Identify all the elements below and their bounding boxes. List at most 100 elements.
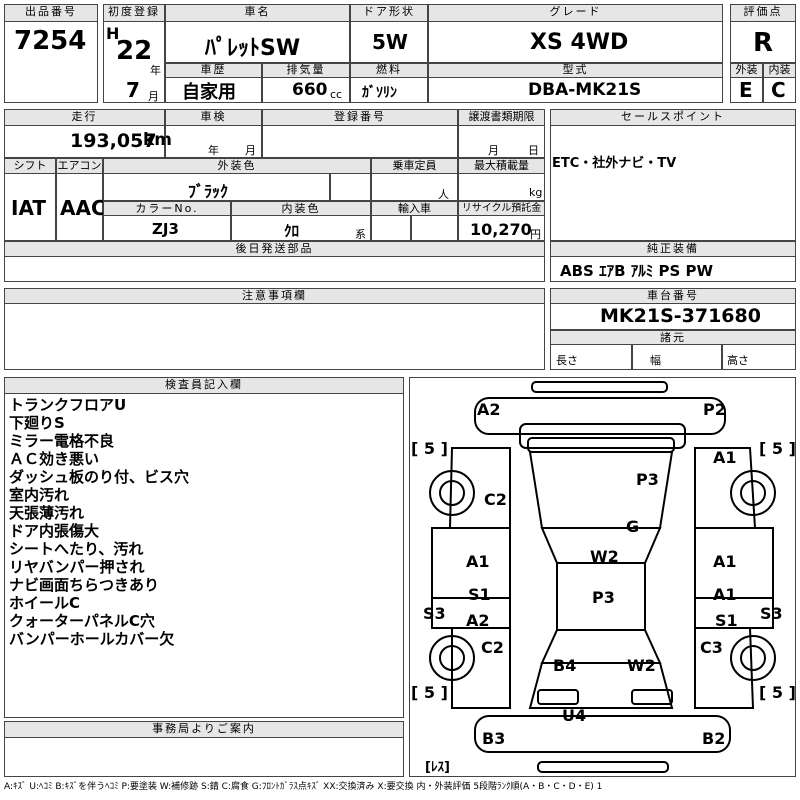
shift-label: シフト <box>4 158 56 174</box>
year-unit: 年 <box>150 64 161 77</box>
ext-label: 外装 <box>730 63 763 78</box>
displacement-box <box>262 77 350 103</box>
history-box <box>165 77 262 103</box>
width-label: 幅 <box>650 354 661 367</box>
recycle-box <box>458 215 545 241</box>
inspector-note: 天張薄汚れ <box>9 504 85 522</box>
inspector-note: ドア内張傷大 <box>9 522 100 540</box>
door-type: 5W <box>372 30 408 54</box>
reg-no-box <box>262 125 458 158</box>
office-label: 事務局よりご案内 <box>4 721 404 738</box>
fuel: ｶﾞｿﾘﾝ <box>362 85 397 101</box>
damage-mark: B3 <box>482 729 506 748</box>
fuel-box <box>350 77 428 103</box>
later-parts-box <box>4 256 545 282</box>
capacity-unit: 人 <box>438 188 449 201</box>
tire-tread-depth: [ 5 ] <box>759 683 796 702</box>
score-box <box>730 21 796 63</box>
inspector-note: 下廻りS <box>9 414 65 432</box>
office-box <box>4 737 404 777</box>
damage-mark: B2 <box>702 729 726 748</box>
tire-tread-depth: [ 5 ] <box>759 439 796 458</box>
color: ﾌﾞﾗｯｸ <box>188 182 229 201</box>
import-box-b <box>411 215 458 241</box>
damage-mark: W2 <box>627 656 656 675</box>
chassis-box <box>550 303 796 330</box>
equip-box <box>550 256 796 282</box>
interior-color-label: 内装色 <box>231 201 371 216</box>
damage-mark: G <box>626 517 640 536</box>
car-name-label: 車名 <box>165 4 350 22</box>
inspection-label: 車検 <box>165 109 262 126</box>
equipment: ABS ｴｱB ｱﾙﾐ PS PW <box>560 262 714 280</box>
load-box <box>458 173 545 201</box>
ac-label: エアコン <box>56 158 103 174</box>
later-parts-label: 後日発送部品 <box>4 241 545 257</box>
inspector-note: トランクフロアU <box>9 396 127 414</box>
damage-mark: A2 <box>466 611 490 630</box>
damage-mark: A1 <box>713 585 737 604</box>
notes-box <box>4 303 545 370</box>
sales-text: ETC・社外ナビ・TV <box>552 156 677 171</box>
damage-mark: A1 <box>713 552 737 571</box>
color-no: ZJ3 <box>152 220 179 238</box>
insp-month: 月 <box>245 144 256 157</box>
transfer-box <box>458 125 545 158</box>
capacity-label: 乗車定員 <box>371 158 458 174</box>
height-label: 高さ <box>727 354 749 367</box>
length-label: 長さ <box>556 354 578 367</box>
grade: XS 4WD <box>530 30 629 55</box>
sales-label: セールスポイント <box>550 109 796 126</box>
damage-mark: C2 <box>481 638 504 657</box>
model-label: 型式 <box>428 63 723 78</box>
inspector-note: ＡＣ効き悪い <box>9 450 100 468</box>
width-box <box>632 344 722 370</box>
damage-mark: C2 <box>484 490 507 509</box>
damage-mark: S3 <box>423 604 446 623</box>
tire-tread-depth: [ 5 ] <box>411 683 448 702</box>
inspector-box <box>4 393 404 718</box>
reg-no-label: 登録番号 <box>262 109 458 126</box>
chassis-label: 車台番号 <box>550 288 796 304</box>
int-label: 内装 <box>763 63 796 78</box>
history: 自家用 <box>182 82 236 103</box>
import-label: 輸入車 <box>371 201 458 216</box>
damage-mark: C3 <box>700 638 723 657</box>
notes-label: 注意事項欄 <box>4 288 545 304</box>
sales-box <box>550 125 796 241</box>
damage-mark: S1 <box>468 585 491 604</box>
mileage-label: 走行 <box>4 109 165 126</box>
door-label: ドア形状 <box>350 4 428 22</box>
inspector-note: バンパーホールカバー欠 <box>9 630 175 648</box>
first-reg-box <box>103 21 165 103</box>
insp-year: 年 <box>208 144 219 157</box>
displacement: 660 <box>292 80 328 100</box>
month-unit: 月 <box>148 90 159 103</box>
inspection-box <box>165 125 262 158</box>
damage-mark: P3 <box>592 588 615 607</box>
transfer-label: 譲渡書類期限 <box>458 109 545 126</box>
inspector-note: ホイールC <box>9 594 81 612</box>
transfer-day: 日 <box>528 144 539 157</box>
era: H <box>106 24 120 43</box>
inspector-label: 検査員記入欄 <box>4 377 404 394</box>
reg-month: 7 <box>126 78 140 102</box>
fuel-label: 燃料 <box>350 63 428 78</box>
reg-year: 22 <box>116 36 153 66</box>
damage-mark: S1 <box>715 611 738 630</box>
equip-label: 純正装備 <box>550 241 796 257</box>
ext-box <box>730 77 763 103</box>
mileage-unit: km <box>143 130 173 150</box>
displacement-label: 排気量 <box>262 63 350 78</box>
damage-mark: U4 <box>562 706 587 725</box>
interior-color-box <box>231 215 371 241</box>
ac-box <box>56 173 103 241</box>
mileage: 193,057 <box>70 130 157 152</box>
interior-unit: 系 <box>355 228 366 241</box>
color-extra-box <box>330 173 371 201</box>
load-label: 最大積載量 <box>458 158 545 174</box>
door-box <box>350 21 428 63</box>
car-name: ﾊﾟﾚｯﾄSW <box>205 36 301 61</box>
lot-box <box>4 21 98 103</box>
displacement-unit: cc <box>330 88 343 101</box>
